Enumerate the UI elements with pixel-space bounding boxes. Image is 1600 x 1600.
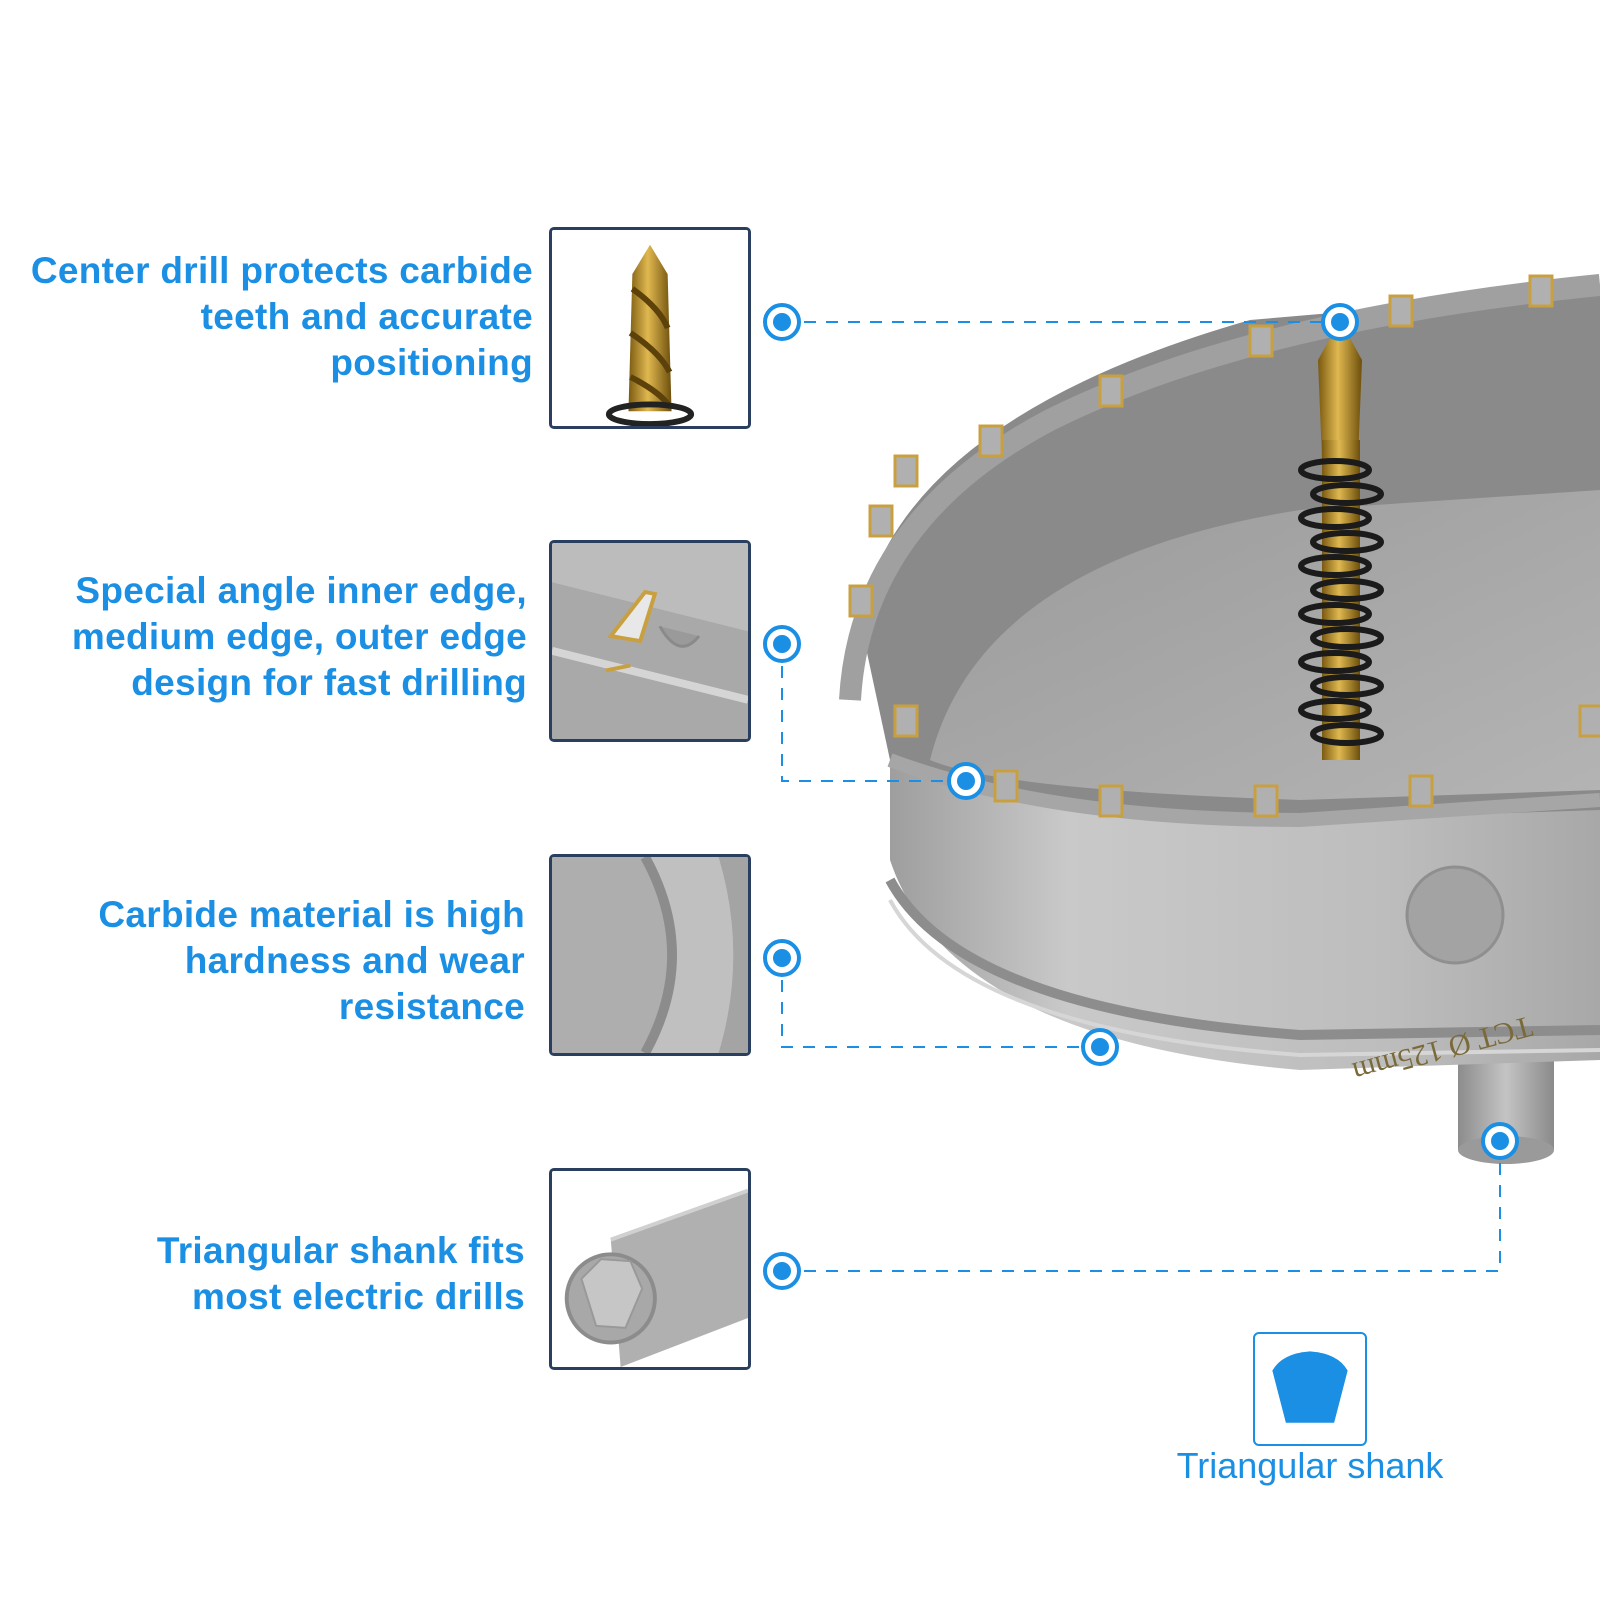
spring-coil (1298, 602, 1372, 626)
callout-dot-center (1331, 313, 1349, 331)
thumb-carbide-material (549, 854, 751, 1056)
carbide-tooth (1578, 704, 1600, 738)
drill-spring (1298, 458, 1384, 746)
carbide-tooth (978, 424, 1004, 458)
thumb-triangular-shank (549, 1168, 751, 1370)
carbide-tooth (893, 704, 919, 738)
thumb-center-drill (549, 227, 751, 429)
spring-coil (1310, 530, 1384, 554)
carbide-tooth (848, 584, 874, 618)
triangular-shank-icon (1272, 1351, 1348, 1423)
carbide-tooth (1528, 274, 1554, 308)
caption-line: positioning (330, 342, 533, 383)
thumb-inner-edge (549, 540, 751, 742)
callout-dot-center (1091, 1038, 1109, 1056)
caption-line: design for fast drilling (131, 662, 527, 703)
callout-dot-center (773, 1262, 791, 1280)
callout-dots (763, 303, 1519, 1290)
spring-coil (1298, 554, 1372, 578)
caption-line: Carbide material is high (98, 894, 525, 935)
carbide-tooth (1253, 784, 1279, 818)
triangular-shank-icon-box (1253, 1332, 1367, 1446)
spring-coil (1310, 482, 1384, 506)
carbide-tooth (868, 504, 894, 538)
caption-carbide-material: Carbide material is high hardness and we… (98, 892, 525, 1030)
carbide-tooth (1388, 294, 1414, 328)
spring-coil (1298, 650, 1372, 674)
spring-coil (1310, 626, 1384, 650)
caption-line: resistance (338, 986, 525, 1027)
caption-line: Special angle inner edge, (75, 570, 527, 611)
carbide-tooth (1248, 324, 1274, 358)
callout-dot-center (1491, 1132, 1509, 1150)
callout-dot-center (773, 313, 791, 331)
carbide-teeth (848, 274, 1600, 818)
spring-coil (1310, 674, 1384, 698)
callout-dot-center (957, 772, 975, 790)
caption-center-drill: Center drill protects carbide teeth and … (31, 248, 533, 386)
hole-saw: TCT Ø 125mm (839, 274, 1600, 1164)
spring-coil (1310, 722, 1384, 746)
carbide-tooth (1408, 774, 1434, 808)
callout-lines (781, 321, 1501, 1272)
shank-label: Triangular shank (1176, 1445, 1444, 1486)
caption-line: hardness and wear (184, 940, 525, 981)
callout-dot-center (773, 635, 791, 653)
carbide-tooth (993, 769, 1019, 803)
carbide-tooth (1098, 784, 1124, 818)
caption-line: Center drill protects carbide (30, 250, 533, 291)
caption-line: Triangular shank fits (156, 1230, 525, 1271)
caption-line: medium edge, outer edge (71, 616, 527, 657)
carbide-tooth (893, 454, 919, 488)
spring-coil (1298, 458, 1372, 482)
caption-line: teeth and accurate (200, 296, 533, 337)
callout-dot-center (773, 949, 791, 967)
caption-triangular-shank: Triangular shank fits most electric dril… (157, 1228, 525, 1320)
spring-coil (1298, 698, 1372, 722)
spring-coil (1298, 506, 1372, 530)
caption-inner-edge: Special angle inner edge, medium edge, o… (72, 568, 527, 706)
spring-coil (1310, 578, 1384, 602)
carbide-tooth (1098, 374, 1124, 408)
center-drill-bit (1298, 320, 1384, 760)
caption-line: most electric drills (192, 1276, 525, 1317)
